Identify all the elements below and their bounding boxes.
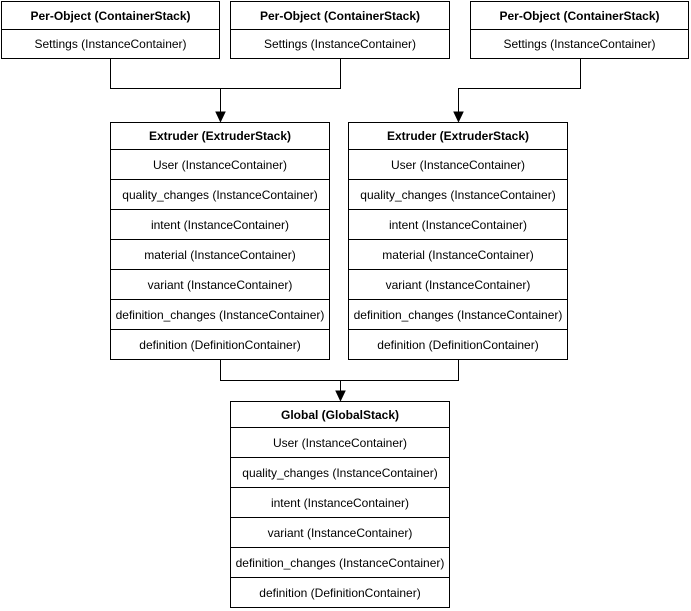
per-object-stack-1-row-settings: Settings (InstanceContainer) [34,37,187,51]
extruder-stack-2-row-material: material (InstanceContainer) [349,240,567,270]
connector-extruder-2-to-global [340,360,459,381]
global-stack-row-variant: variant (InstanceContainer) [231,518,449,548]
global-stack-row-definition-changes: definition_changes (InstanceContainer) [231,548,449,578]
arrowhead-into-extruder-2 [453,111,464,123]
global-stack-row-user: User (InstanceContainer) [231,428,449,458]
per-object-stack-2-row-settings: Settings (InstanceContainer) [263,37,417,51]
arrowhead-into-global [335,390,346,402]
connector-extruder-1-to-global [220,360,341,391]
extruder-stack-1-row-quality-changes: quality_changes (InstanceContainer) [111,180,329,210]
extruder-stack-1-row-intent: intent (InstanceContainer) [111,210,329,240]
connector-per-object-3-to-extruder-2 [458,59,581,112]
global-stack-title: Global (GlobalStack) [231,402,449,428]
extruder-stack-1-title: Extruder (ExtruderStack) [111,123,329,150]
extruder-stack-2-row-intent: intent (InstanceContainer) [349,210,567,240]
extruder-stack-1: Extruder (ExtruderStack) User (InstanceC… [110,122,330,360]
extruder-stack-2-row-definition: definition (DefinitionContainer) [377,337,539,352]
per-object-stack-3-row-settings: Settings (InstanceContainer) [503,37,656,51]
global-stack-row-quality-changes: quality_changes (InstanceContainer) [231,458,449,488]
extruder-stack-2-row-user: User (InstanceContainer) [349,150,567,180]
connector-per-object-2-to-extruder-1 [220,59,341,89]
extruder-stack-2-row-variant: variant (InstanceContainer) [349,270,567,300]
global-stack: Global (GlobalStack) User (InstanceConta… [230,401,450,608]
arrowhead-into-extruder-1 [215,111,226,123]
extruder-stack-1-row-definition-changes: definition_changes (InstanceContainer) [111,300,329,330]
extruder-stack-1-row-material: material (InstanceContainer) [111,240,329,270]
global-stack-row-definition: definition (DefinitionContainer) [259,585,421,600]
extruder-stack-2-title: Extruder (ExtruderStack) [349,123,567,150]
extruder-stack-1-row-variant: variant (InstanceContainer) [111,270,329,300]
per-object-stack-3-title: Per-Object (ContainerStack) [471,2,688,30]
connector-per-object-1-to-extruder-1 [110,59,221,112]
extruder-stack-2-row-definition-changes: definition_changes (InstanceContainer) [349,300,567,330]
extruder-stack-1-row-user: User (InstanceContainer) [111,150,329,180]
extruder-stack-2: Extruder (ExtruderStack) User (InstanceC… [348,122,568,360]
per-object-stack-2: Per-Object (ContainerStack) Settings (In… [230,1,450,59]
per-object-stack-3: Per-Object (ContainerStack) Settings (In… [470,1,689,59]
extruder-stack-2-row-quality-changes: quality_changes (InstanceContainer) [349,180,567,210]
per-object-stack-1-title: Per-Object (ContainerStack) [2,2,219,30]
global-stack-row-intent: intent (InstanceContainer) [231,488,449,518]
extruder-stack-1-row-definition: definition (DefinitionContainer) [139,337,301,352]
per-object-stack-1: Per-Object (ContainerStack) Settings (In… [1,1,220,59]
per-object-stack-2-title: Per-Object (ContainerStack) [231,2,449,30]
